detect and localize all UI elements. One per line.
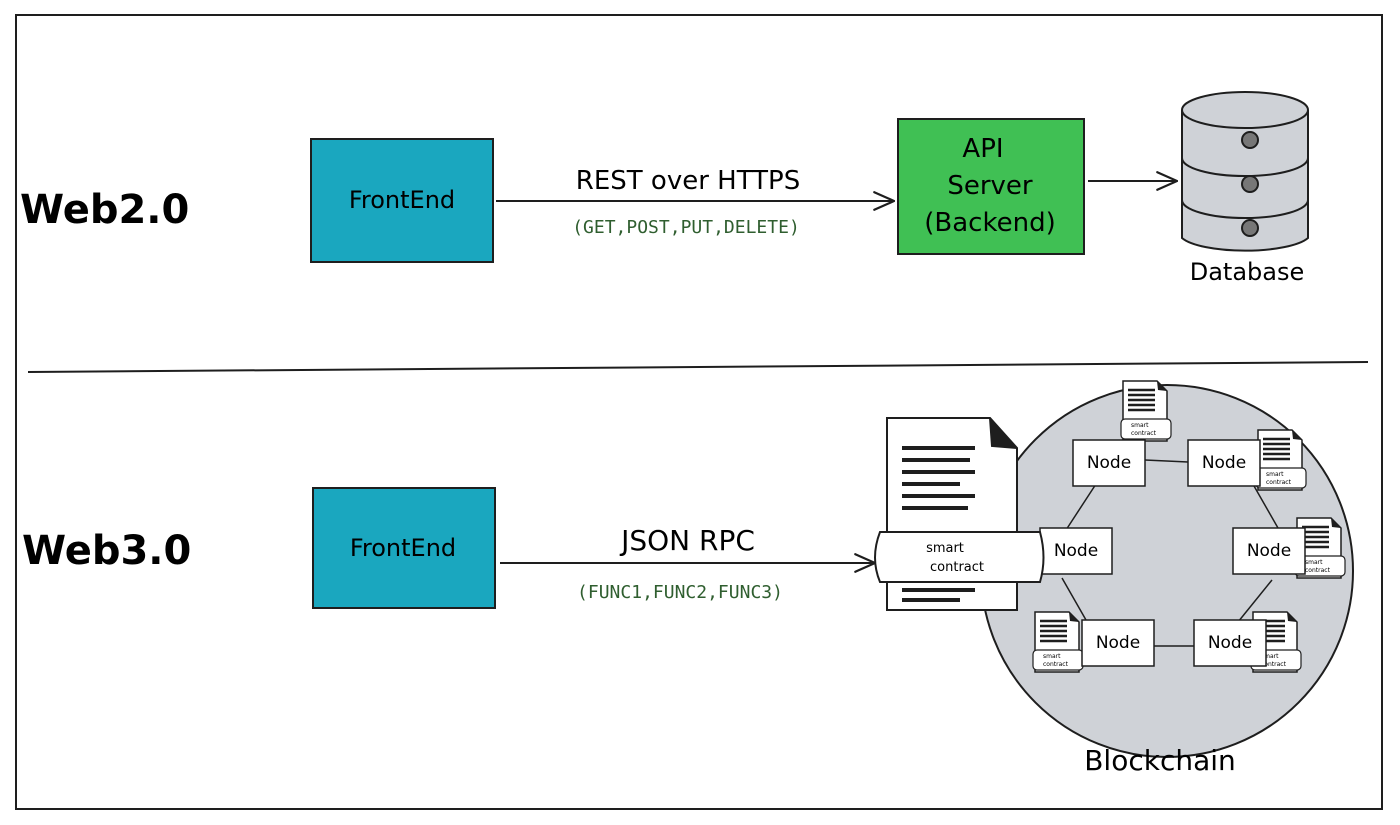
blockchain-node: Node: [1072, 439, 1146, 487]
smart-contract-line-1: smart: [926, 541, 964, 556]
api-server-line-1: API: [962, 134, 1003, 164]
outer-frame: [15, 14, 1383, 810]
api-server-line-2: Server: [947, 171, 1033, 201]
web2-frontend-label: FrontEnd: [349, 186, 455, 214]
web3-frontend-label: FrontEnd: [350, 534, 456, 562]
blockchain-node: Node: [1187, 439, 1261, 487]
blockchain-node: Node: [1081, 619, 1155, 667]
mini-contract-label: contract: [1261, 661, 1287, 668]
web2-methods: (GET,POST,PUT,DELETE): [572, 217, 800, 238]
node-label: Node: [1208, 633, 1252, 653]
node-label: Node: [1247, 541, 1291, 561]
mini-contract-label: smart: [1131, 422, 1149, 429]
web3-frontend-box: [312, 487, 496, 609]
blockchain-node: Node: [1039, 527, 1113, 575]
web3-protocol: JSON RPC: [619, 524, 755, 557]
blockchain-node: Node: [1193, 619, 1267, 667]
mini-contract-label: smart: [1261, 653, 1279, 660]
database-label: Database: [1190, 258, 1305, 286]
mini-contract-label: smart: [1305, 559, 1323, 566]
node-connections: [1061, 459, 1279, 647]
api-server-box: [897, 118, 1085, 255]
mini-contract-label: contract: [1266, 479, 1292, 486]
mini-contract-label: contract: [1131, 430, 1157, 437]
node-label: Node: [1202, 453, 1246, 473]
section-divider: [27, 361, 1369, 373]
mini-contract-label: smart: [1043, 653, 1061, 660]
smart-contract-label-box: [874, 531, 1045, 583]
blockchain-label: Blockchain: [1084, 744, 1236, 777]
mini-contract-label: contract: [1043, 661, 1069, 668]
web2-frontend-box: [310, 138, 494, 263]
web3-methods: (FUNC1,FUNC2,FUNC3): [577, 582, 783, 603]
mini-contract-label: contract: [1305, 567, 1331, 574]
web2-label: Web2.0: [20, 187, 189, 233]
node-label: Node: [1054, 541, 1098, 561]
web2-protocol: REST over HTTPS: [576, 166, 800, 196]
web3-label: Web3.0: [22, 528, 191, 574]
database-icon: [1181, 91, 1309, 252]
smart-contract-line-2: contract: [930, 560, 984, 575]
node-label: Node: [1096, 633, 1140, 653]
api-server-line-3: (Backend): [924, 208, 1055, 238]
mini-contract-label: smart: [1266, 471, 1284, 478]
blockchain-node: Node: [1232, 527, 1306, 575]
node-label: Node: [1087, 453, 1131, 473]
